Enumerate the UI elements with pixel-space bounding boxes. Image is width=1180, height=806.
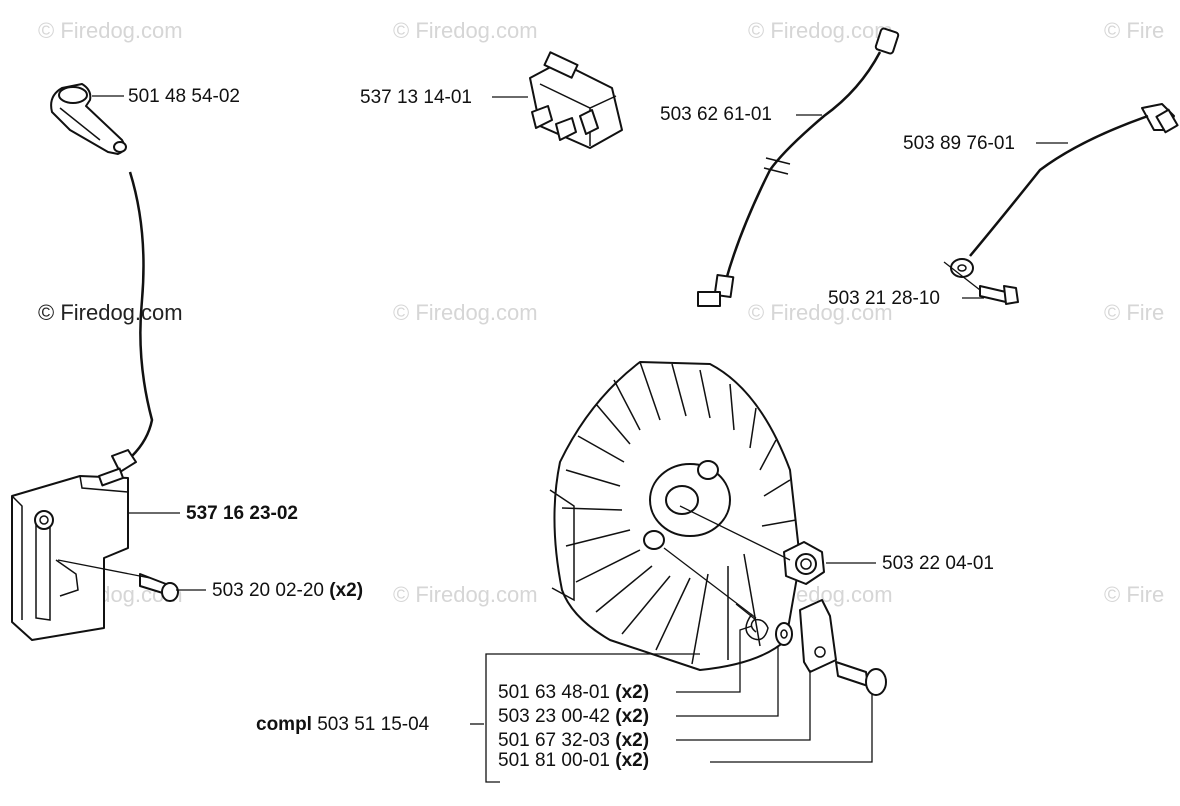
label-spark-plug-cap: 501 48 54-02 <box>128 86 240 107</box>
ground-wire-drawing <box>943 103 1179 305</box>
label-short-wire: 503 62 61-01 <box>660 104 772 125</box>
watermark: © Fire <box>1104 18 1165 43</box>
kit-item-clipped: 501 81 00-01 (x2) <box>498 750 718 771</box>
stop-switch-drawing <box>529 51 623 149</box>
flywheel-nut-drawing <box>679 505 825 585</box>
kit-prefix: compl <box>256 714 312 735</box>
label-flywheel-nut: 503 22 04-01 <box>882 553 994 574</box>
watermark: © Firedog.com <box>748 300 893 325</box>
kit-item: 503 23 00-42 (x2) <box>498 706 649 728</box>
kit-item-qty: (x2) <box>615 706 650 727</box>
kit-number: 503 51 15-04 <box>317 714 430 735</box>
kit-item-number: 501 63 48-01 <box>498 682 610 703</box>
ignition-module-drawing <box>11 449 179 641</box>
watermark: © Firedog.com <box>38 18 183 43</box>
pawl-parts-drawing <box>663 547 887 696</box>
module-screw-number: 503 20 02-20 <box>212 580 324 601</box>
ht-lead-wire <box>128 171 154 457</box>
kit-item-qty: (x2) <box>615 730 650 751</box>
kit-item-qty: (x2) <box>615 682 650 703</box>
leader-lines <box>92 95 1068 783</box>
kit-item-number: 501 67 32-03 <box>498 730 610 751</box>
kit-item-number: 501 81 00-01 <box>498 750 610 771</box>
module-screw-qty: (x2) <box>329 580 364 601</box>
watermark: © Firedog.com <box>393 18 538 43</box>
kit-item-number: 503 23 00-42 <box>498 706 610 727</box>
watermark: © Firedog.com <box>393 582 538 607</box>
watermark: © Firedog.com <box>38 300 183 325</box>
label-ignition-module: 537 16 23-02 <box>186 503 298 524</box>
watermark: © Firedog.com <box>393 300 538 325</box>
flywheel-drawing <box>549 361 801 671</box>
short-wire-drawing <box>697 27 900 307</box>
watermark: © Fire <box>1104 582 1165 607</box>
watermark: © Fire <box>1104 300 1165 325</box>
label-module-screw: 503 20 02-20 (x2) <box>212 580 363 602</box>
label-ground-wire: 503 89 76-01 <box>903 133 1015 154</box>
label-ground-screw: 503 21 28-10 <box>828 288 940 309</box>
kit-item: 501 67 32-03 (x2) <box>498 730 649 752</box>
kit-item-qty: (x2) <box>615 750 650 771</box>
kit-item: 501 63 48-01 (x2) <box>498 682 649 704</box>
kit-item: 501 81 00-01 (x2) <box>498 750 649 772</box>
label-stop-switch: 537 13 14-01 <box>360 87 472 108</box>
label-kit: compl 503 51 15-04 <box>256 714 429 736</box>
watermark: © Firedog.com <box>748 18 893 43</box>
spark-plug-cap-drawing <box>50 83 127 155</box>
